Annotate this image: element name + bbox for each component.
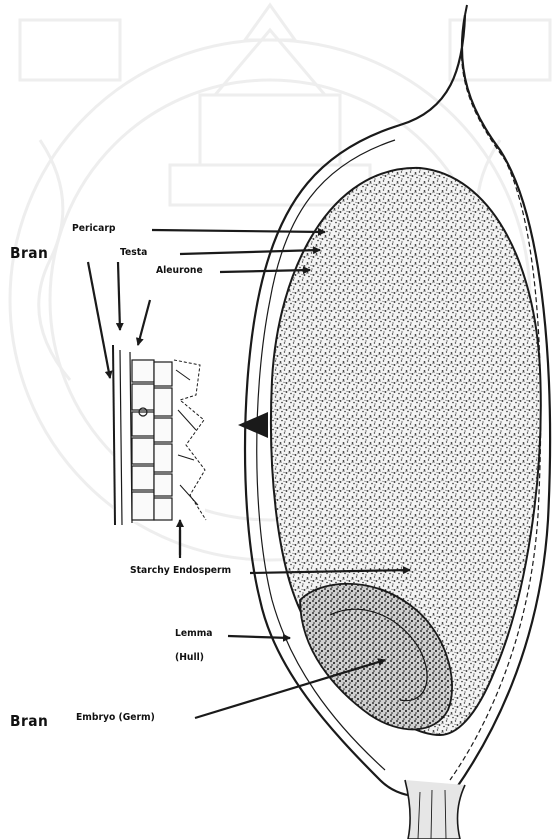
bran-top-leader bbox=[88, 262, 110, 378]
bran-bottom-label: Bran bbox=[10, 712, 48, 730]
embryo-label: Embryo (Germ) bbox=[76, 712, 155, 723]
aleurone-label: Aleurone bbox=[156, 265, 203, 276]
pericarp-label: Pericarp bbox=[72, 223, 115, 234]
awn-tip bbox=[465, 5, 467, 15]
lemma-label: Lemma bbox=[175, 628, 212, 639]
hull-label: (Hull) bbox=[175, 652, 204, 663]
starchy-endosperm-label: Starchy Endosperm bbox=[130, 565, 231, 576]
bran-top-label: Bran bbox=[10, 244, 48, 262]
bran-cross-section bbox=[113, 345, 206, 525]
testa-leader bbox=[180, 250, 320, 254]
testa-drop-leader bbox=[118, 262, 120, 330]
pericarp-leader bbox=[152, 230, 325, 232]
lemma-leader bbox=[228, 636, 290, 638]
section-pointer bbox=[238, 412, 268, 438]
stalk bbox=[405, 780, 465, 839]
testa-label: Testa bbox=[120, 247, 147, 258]
aleurone-drop-leader bbox=[138, 300, 150, 345]
